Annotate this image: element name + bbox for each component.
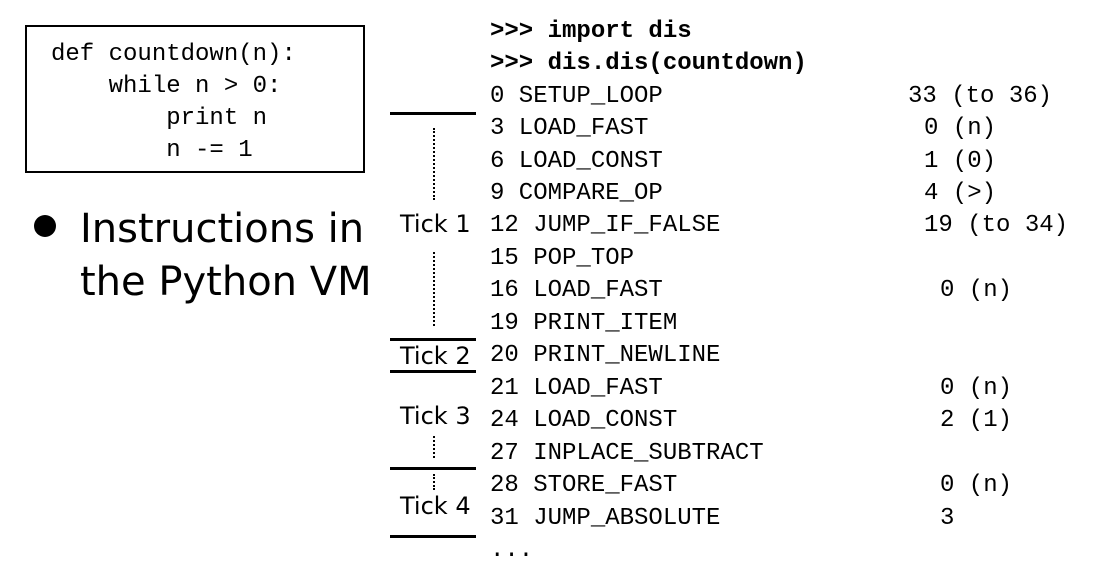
- tick-divider: [390, 370, 476, 373]
- code-line: print n: [51, 105, 268, 132]
- bytecode-instruction: 24 LOAD_CONST: [490, 407, 678, 434]
- bytecode-instruction: 27 INPLACE_SUBTRACT: [490, 440, 764, 467]
- bytecode-instruction: 21 LOAD_FAST: [490, 375, 663, 402]
- bytecode-argument: 33 (to 36): [908, 83, 1053, 110]
- tick-dotted-connector: [433, 252, 435, 326]
- tick-dotted-connector: [433, 128, 435, 200]
- bytecode-argument: 0 (n): [940, 472, 1013, 499]
- bytecode-ellipsis: ...: [490, 537, 534, 564]
- bytecode-instruction: 3 LOAD_FAST: [490, 115, 649, 142]
- tick-label-1: Tick 1: [400, 210, 471, 238]
- bytecode-argument: 2 (1): [940, 407, 1013, 434]
- bytecode-argument: 3: [940, 505, 955, 532]
- code-line: n -= 1: [51, 137, 253, 164]
- bytecode-instruction: 28 STORE_FAST: [490, 472, 678, 499]
- bytecode-argument: 0 (n): [940, 375, 1013, 402]
- tick-dotted-connector: [433, 436, 435, 458]
- tick-divider: [390, 535, 476, 538]
- tick-label-4: Tick 4: [400, 492, 471, 520]
- tick-divider: [390, 338, 476, 341]
- tick-dotted-connector: [433, 474, 435, 490]
- bytecode-argument: 1 (0): [924, 148, 997, 175]
- bytecode-argument: 19 (to 34): [924, 212, 1069, 239]
- tick-label-2: Tick 2: [400, 342, 471, 370]
- bytecode-instruction: 0 SETUP_LOOP: [490, 83, 663, 110]
- bytecode-argument: 0 (n): [940, 277, 1013, 304]
- interpreter-prompt: >>> dis.dis(countdown): [490, 50, 807, 77]
- bullet-text-line-1: Instructions in: [80, 206, 365, 252]
- bytecode-instruction: 31 JUMP_ABSOLUTE: [490, 505, 721, 532]
- bullet-text-line-2: the Python VM: [80, 259, 372, 305]
- bytecode-argument: 4 (>): [924, 180, 997, 207]
- bytecode-instruction: 9 COMPARE_OP: [490, 180, 663, 207]
- bytecode-instruction: 20 PRINT_NEWLINE: [490, 342, 721, 369]
- tick-divider: [390, 467, 476, 470]
- bytecode-instruction: 15 POP_TOP: [490, 245, 635, 272]
- bytecode-instruction: 19 PRINT_ITEM: [490, 310, 678, 337]
- source-code-box: def countdown(n): while n > 0: print n n…: [25, 25, 365, 173]
- bytecode-instruction: 6 LOAD_CONST: [490, 148, 663, 175]
- bullet-icon: [34, 215, 56, 237]
- tick-divider: [390, 112, 476, 115]
- bytecode-instruction: 12 JUMP_IF_FALSE: [490, 212, 721, 239]
- bytecode-argument: 0 (n): [924, 115, 997, 142]
- code-line: while n > 0:: [51, 73, 282, 100]
- tick-label-3: Tick 3: [400, 402, 471, 430]
- code-line: def countdown(n):: [51, 41, 296, 68]
- interpreter-prompt: >>> import dis: [490, 18, 692, 45]
- bytecode-instruction: 16 LOAD_FAST: [490, 277, 663, 304]
